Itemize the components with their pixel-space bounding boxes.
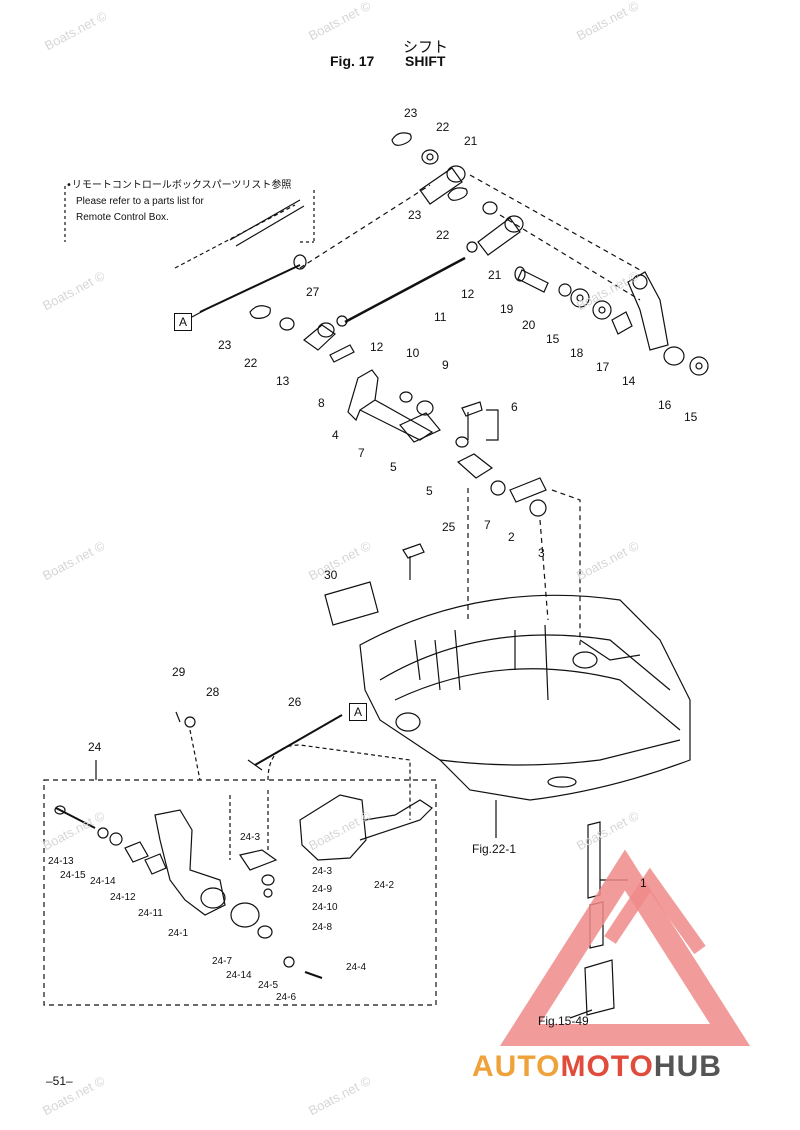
callout-label: 24-9 bbox=[312, 884, 333, 895]
callout-label: 29 bbox=[172, 665, 186, 679]
figure-title: SHIFT bbox=[405, 53, 446, 69]
callout-label: 24-11 bbox=[138, 908, 163, 919]
note-line-1: Please refer to a parts list for bbox=[76, 196, 204, 207]
callout-label: 17 bbox=[596, 360, 610, 374]
callout-label: 23 bbox=[408, 208, 422, 222]
callout-label: 24-2 bbox=[374, 880, 395, 891]
logo-part-hub: HUB bbox=[653, 1050, 722, 1083]
note-line-2: Remote Control Box. bbox=[76, 212, 169, 223]
logo-part-auto: AUTO bbox=[472, 1050, 561, 1083]
callout-label: 25 bbox=[442, 520, 456, 534]
logo-triangle-icon bbox=[499, 849, 751, 1046]
callout-label: 30 bbox=[324, 568, 338, 582]
callout-label: 9 bbox=[442, 358, 449, 372]
callout-label: 8 bbox=[318, 396, 325, 410]
callout-label: 16 bbox=[658, 398, 672, 412]
callout-label: 24-3 bbox=[240, 832, 261, 843]
callout-label: 15 bbox=[546, 332, 560, 346]
callout-label: 2 bbox=[508, 530, 515, 544]
logo-wordmark: AUTOMOTOHUB bbox=[472, 1050, 722, 1084]
callout-label: 27 bbox=[306, 285, 320, 299]
callout-label: 7 bbox=[358, 446, 365, 460]
callout-label: 24-5 bbox=[258, 980, 279, 991]
callout-label: 22 bbox=[436, 120, 450, 134]
page-number: –51– bbox=[46, 1074, 73, 1088]
callout-label: 24-14 bbox=[90, 876, 116, 887]
fig-reference: Fig.15-49 bbox=[538, 1014, 589, 1028]
fig-reference: Fig.22-1 bbox=[472, 842, 517, 856]
note-line-jp: •リモートコントロールボックスパーツリスト参照 bbox=[66, 180, 292, 191]
callout-label: 24 bbox=[88, 740, 102, 754]
callout-label: 24-13 bbox=[48, 856, 74, 867]
callout-label: 24-4 bbox=[346, 962, 367, 973]
callout-label: 19 bbox=[500, 302, 514, 316]
callout-label: 6 bbox=[511, 400, 518, 414]
callout-label: 28 bbox=[206, 685, 220, 699]
callout-label: 13 bbox=[276, 374, 290, 388]
callout-label: 24-10 bbox=[312, 902, 338, 913]
callout-label: 14 bbox=[622, 374, 636, 388]
callout-label: 23 bbox=[404, 106, 418, 120]
ref-box-a: A bbox=[349, 703, 367, 721]
callout-label: 3 bbox=[538, 546, 545, 560]
callout-label: 4 bbox=[332, 428, 339, 442]
callout-label: 24-6 bbox=[276, 992, 297, 1003]
callout-label: 24-12 bbox=[110, 892, 136, 903]
callout-label: 24-14 bbox=[226, 970, 252, 981]
callout-label: 18 bbox=[570, 346, 584, 360]
callout-label: 5 bbox=[390, 460, 397, 474]
callout-label: 24-8 bbox=[312, 922, 333, 933]
callout-label: 5 bbox=[426, 484, 433, 498]
callout-label: 1 bbox=[640, 876, 647, 890]
ref-box-a: A bbox=[174, 313, 192, 331]
callout-label: 11 bbox=[434, 310, 447, 324]
callout-label: 21 bbox=[464, 134, 478, 148]
callout-label: 15 bbox=[684, 410, 698, 424]
callout-label: 24-1 bbox=[168, 928, 189, 939]
callout-label: 22 bbox=[244, 356, 258, 370]
callout-label: 23 bbox=[218, 338, 232, 352]
callout-label: 7 bbox=[484, 518, 491, 532]
callout-label: 24-15 bbox=[60, 870, 86, 881]
callout-label: 22 bbox=[436, 228, 450, 242]
callout-label: 12 bbox=[370, 340, 384, 354]
figure-title-jp: シフト bbox=[403, 38, 449, 56]
callout-label: 24-7 bbox=[212, 956, 233, 967]
callout-label: 10 bbox=[406, 346, 420, 360]
callout-label: 24-3 bbox=[312, 866, 333, 877]
callout-label: 26 bbox=[288, 695, 302, 709]
reference-note: •リモートコントロールボックスパーツリスト参照 Please refer to … bbox=[66, 178, 291, 226]
callout-label: 12 bbox=[461, 287, 475, 301]
callout-label: 20 bbox=[522, 318, 536, 332]
callout-label: 21 bbox=[488, 268, 502, 282]
figure-number: Fig. 17 bbox=[330, 53, 375, 69]
logo-part-moto: MOTO bbox=[560, 1050, 654, 1083]
